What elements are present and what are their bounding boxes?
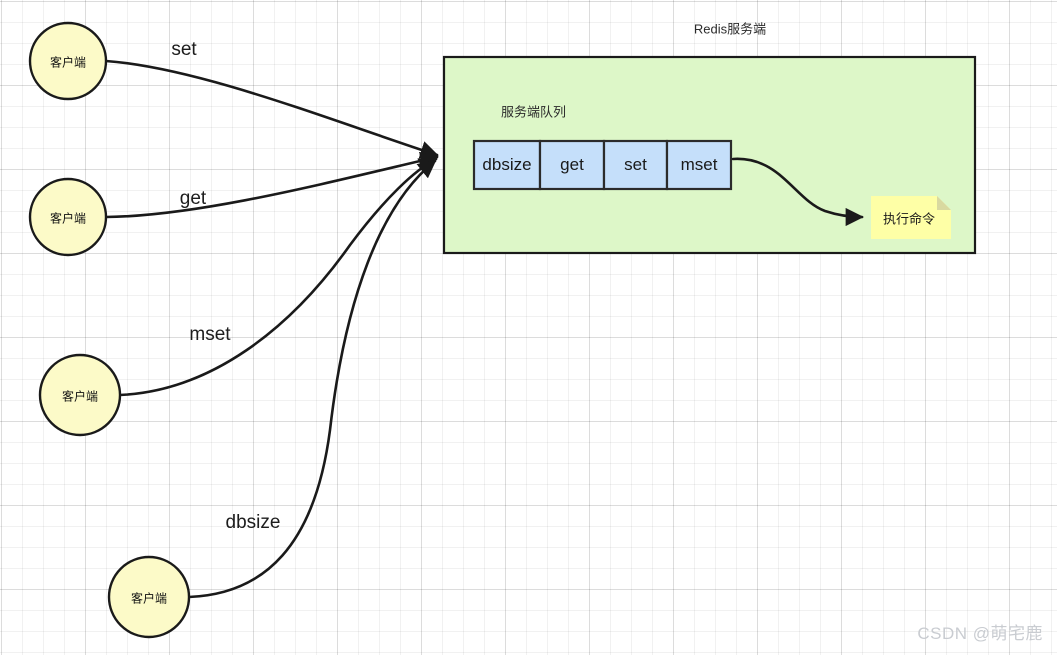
client-label-3: 客户端 [61, 389, 99, 404]
queue-cell-label-get: get [560, 155, 584, 175]
client-label-2: 客户端 [49, 211, 87, 226]
note-fold-icon [937, 196, 951, 210]
edge-label-dbsize: dbsize [225, 512, 281, 533]
edge-set [104, 59, 439, 159]
edge-dbsize [187, 159, 437, 599]
edge-label-mset: mset [189, 324, 231, 345]
edge-mset [118, 157, 438, 397]
edge-get [104, 151, 439, 219]
watermark: CSDN @萌宅鹿 [917, 624, 1043, 643]
note-label: 执行命令 [882, 211, 936, 227]
client-circle-1[interactable] [28, 21, 108, 101]
client-label-1: 客户端 [49, 55, 87, 70]
page-title: Redis服务端 [693, 21, 767, 37]
queue-cell-3[interactable] [665, 139, 733, 191]
edge-label-set: set [171, 39, 197, 60]
client-circle-3[interactable] [38, 353, 122, 437]
edge-execute-command [731, 157, 864, 227]
note-shape [871, 196, 951, 239]
client-circle-2[interactable] [28, 177, 108, 257]
client-circle-4[interactable] [107, 555, 191, 639]
queue-title: 服务端队列 [501, 104, 567, 120]
client-label-4: 客户端 [130, 591, 168, 606]
queue-cell-label-dbsize: dbsize [482, 155, 532, 175]
edge-label-get: get [179, 188, 207, 209]
queue-cell-label-mset: mset [680, 155, 718, 175]
queue-cell-label-set: set [624, 155, 647, 175]
